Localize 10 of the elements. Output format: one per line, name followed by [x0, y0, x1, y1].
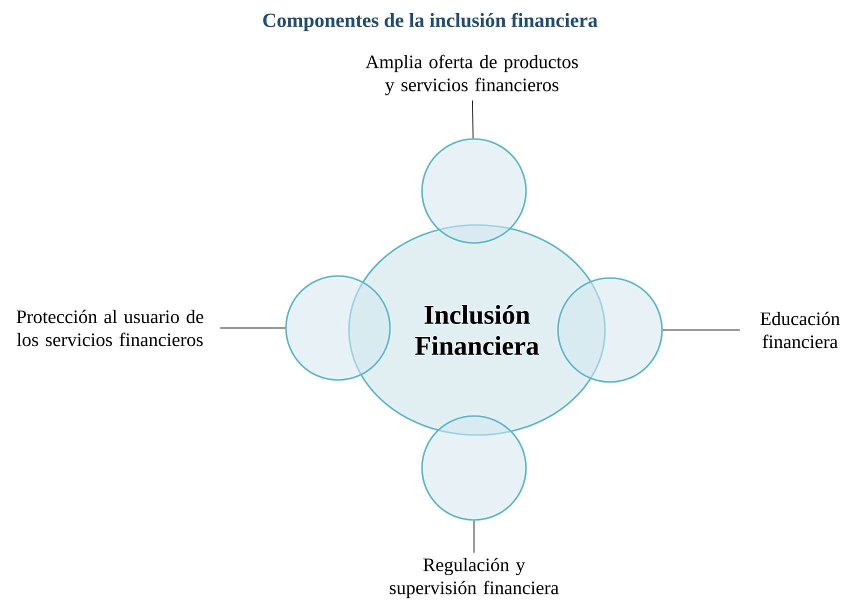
component-label: Amplia oferta de productos y servicios financieros [366, 54, 578, 96]
circle [421, 138, 527, 244]
circle [285, 275, 391, 381]
circle [557, 277, 663, 383]
leader-line [472, 100, 474, 139]
component-label: Protección al usuario de los servicios financieros [16, 310, 204, 346]
component-label: Educación financiera [760, 312, 840, 348]
component-label: Regulación y supervisión financiera [390, 558, 559, 598]
circle [421, 415, 527, 521]
title: Componentes de la inclusión financiera [263, 12, 598, 32]
